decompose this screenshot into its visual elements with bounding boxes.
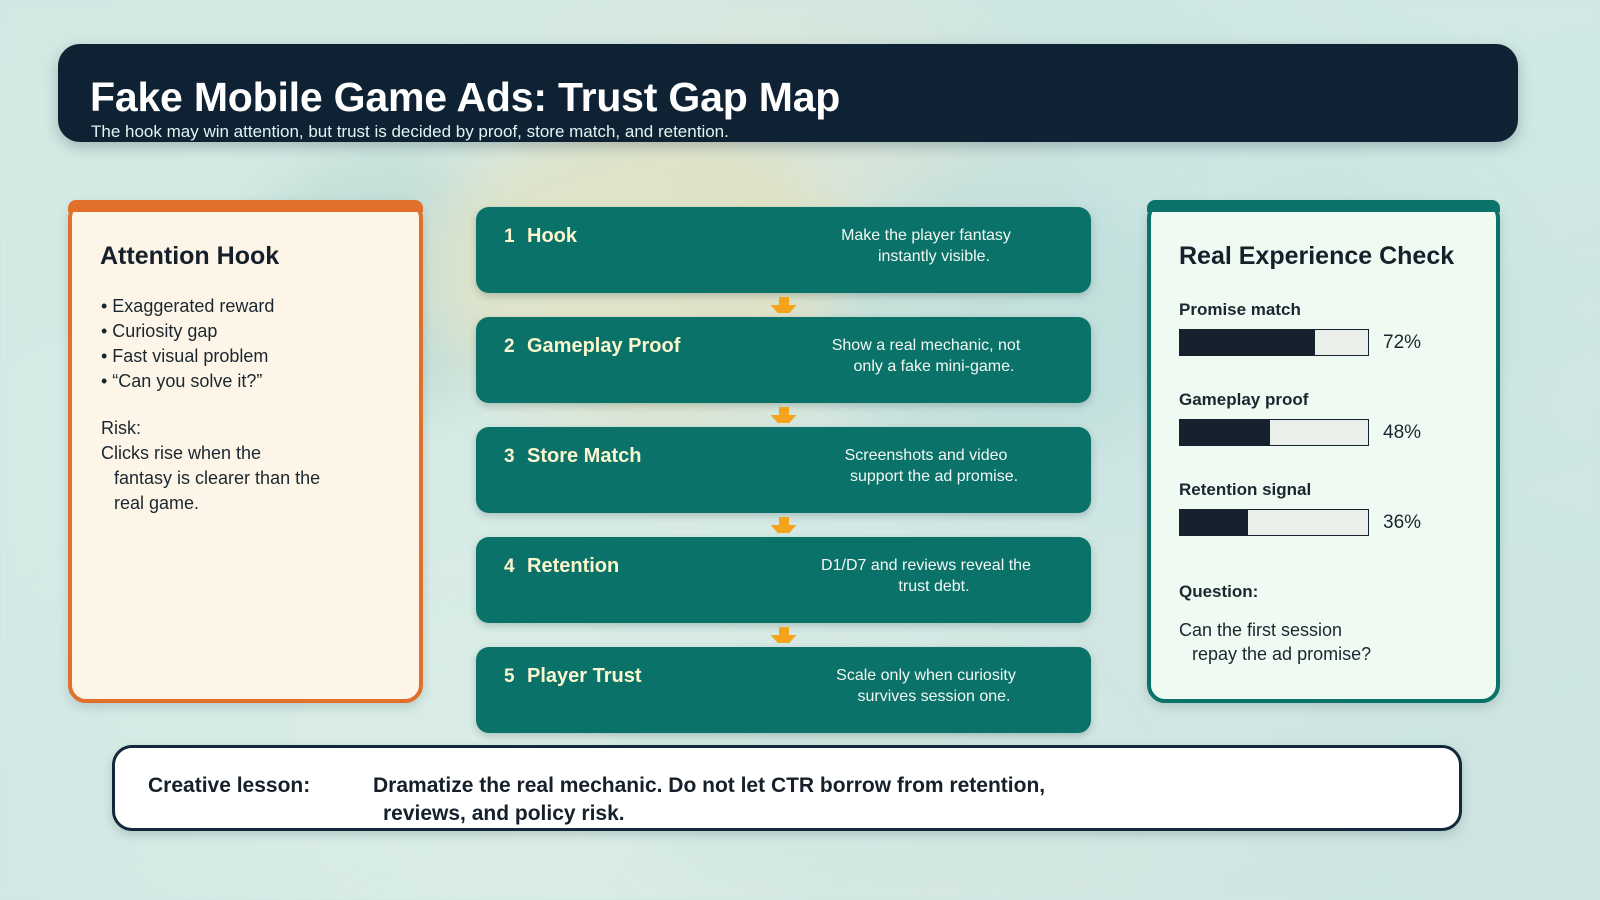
step-number: 3 — [504, 446, 515, 467]
question-block: Question: Can the first session repay th… — [1179, 582, 1489, 666]
list-item: • Exaggerated reward — [101, 296, 275, 316]
arrow-down-icon — [770, 407, 797, 423]
step-connector — [476, 513, 1091, 537]
arrow-down-icon — [770, 517, 797, 533]
header-banner: Fake Mobile Game Ads: Trust Gap Map The … — [58, 44, 1518, 142]
progress-bar-track — [1179, 419, 1369, 446]
step-number: 2 — [504, 336, 515, 357]
metric-retention-signal: Retention signal 36% — [1179, 480, 1479, 536]
metric-value: 72% — [1383, 331, 1422, 353]
list-item: • Curiosity gap — [101, 321, 218, 341]
metric-value: 36% — [1383, 511, 1422, 533]
progress-bar-track — [1179, 509, 1369, 536]
step-title: Player Trust — [527, 665, 642, 687]
creative-lesson-line: reviews, and policy risk. — [383, 802, 625, 825]
step-description: Scale only when curiosity survives sessi… — [776, 665, 1076, 707]
step-description-line: Show a real mechanic, not — [831, 337, 1021, 354]
step-connector — [476, 293, 1091, 317]
attention-hook-title: Attention Hook — [100, 242, 280, 270]
step-description: D1/D7 and reviews reveal the trust debt. — [776, 555, 1076, 597]
creative-lesson-label: Creative lesson: — [148, 774, 311, 797]
step-title: Hook — [527, 225, 577, 247]
question-text-line: repay the ad promise? — [1192, 644, 1372, 664]
metric-label: Gameplay proof — [1179, 390, 1309, 409]
step-title: Retention — [527, 555, 620, 577]
progress-bar-fill — [1180, 510, 1248, 535]
step-card-5[interactable]: 5 Player Trust Scale only when curiosity… — [476, 647, 1091, 733]
arrow-down-icon — [770, 297, 797, 313]
real-experience-check-accent-bar — [1147, 200, 1500, 212]
step-card-4[interactable]: 4 Retention D1/D7 and reviews reveal the… — [476, 537, 1091, 623]
progress-bar-fill — [1180, 330, 1316, 355]
step-description-line: trust debt. — [898, 578, 970, 595]
risk-text-line: real game. — [114, 493, 200, 513]
step-connector — [476, 403, 1091, 427]
step-description-line: D1/D7 and reviews reveal the — [821, 557, 1031, 574]
risk-block: Risk: Clicks rise when the fantasy is cl… — [101, 416, 401, 516]
progress-bar-fill — [1180, 420, 1271, 445]
step-description: Show a real mechanic, not only a fake mi… — [776, 335, 1076, 377]
creative-lesson-text: Dramatize the real mechanic. Do not let … — [373, 772, 1273, 828]
step-description-line: Make the player fantasy — [841, 227, 1011, 244]
arrow-down-icon — [770, 627, 797, 643]
step-title: Store Match — [527, 445, 642, 467]
step-number: 5 — [504, 666, 515, 687]
metric-gameplay-proof: Gameplay proof 48% — [1179, 390, 1479, 446]
attention-hook-accent-bar — [68, 200, 423, 212]
step-card-2[interactable]: 2 Gameplay Proof Show a real mechanic, n… — [476, 317, 1091, 403]
step-number: 1 — [504, 226, 515, 247]
progress-bar-track — [1179, 329, 1369, 356]
risk-label: Risk: — [101, 418, 141, 438]
question-label: Question: — [1179, 582, 1259, 601]
metric-value: 48% — [1383, 421, 1422, 443]
real-experience-check-panel: Real Experience Check Promise match 72% … — [1147, 200, 1500, 703]
step-description: Make the player fantasy instantly visibl… — [776, 225, 1076, 267]
step-title: Gameplay Proof — [527, 335, 681, 357]
creative-lesson-banner: Creative lesson: Dramatize the real mech… — [112, 745, 1462, 831]
attention-hook-bullet-list: • Exaggerated reward • Curiosity gap • F… — [101, 294, 401, 394]
step-description-line: instantly visible. — [877, 248, 991, 265]
page-subtitle: The hook may win attention, but trust is… — [91, 122, 729, 141]
step-card-3[interactable]: 3 Store Match Screenshots and video supp… — [476, 427, 1091, 513]
metric-label: Promise match — [1179, 300, 1301, 319]
step-connector — [476, 623, 1091, 647]
step-description-line: survives session one. — [857, 688, 1011, 705]
step-description-line: only a fake mini-game. — [853, 358, 1015, 375]
risk-text-line: fantasy is clearer than the — [114, 468, 321, 488]
creative-lesson-line: Dramatize the real mechanic. Do not let … — [373, 774, 1046, 797]
metric-promise-match: Promise match 72% — [1179, 300, 1479, 356]
step-description: Screenshots and video support the ad pro… — [776, 445, 1076, 487]
real-experience-check-title: Real Experience Check — [1179, 242, 1455, 270]
question-text-line: Can the first session — [1179, 620, 1343, 640]
list-item: • Fast visual problem — [101, 346, 269, 366]
step-description-line: support the ad promise. — [849, 468, 1019, 485]
step-description-line: Screenshots and video — [844, 447, 1008, 464]
trust-funnel-steps: 1 Hook Make the player fantasy instantly… — [476, 207, 1091, 733]
page-title: Fake Mobile Game Ads: Trust Gap Map — [90, 74, 841, 120]
step-description-line: Scale only when curiosity — [836, 667, 1016, 684]
metric-label: Retention signal — [1179, 480, 1312, 499]
step-number: 4 — [504, 556, 515, 577]
list-item: • “Can you solve it?” — [101, 371, 263, 391]
step-card-1[interactable]: 1 Hook Make the player fantasy instantly… — [476, 207, 1091, 293]
risk-text-line: Clicks rise when the — [101, 443, 262, 463]
attention-hook-panel: Attention Hook • Exaggerated reward • Cu… — [68, 200, 423, 703]
